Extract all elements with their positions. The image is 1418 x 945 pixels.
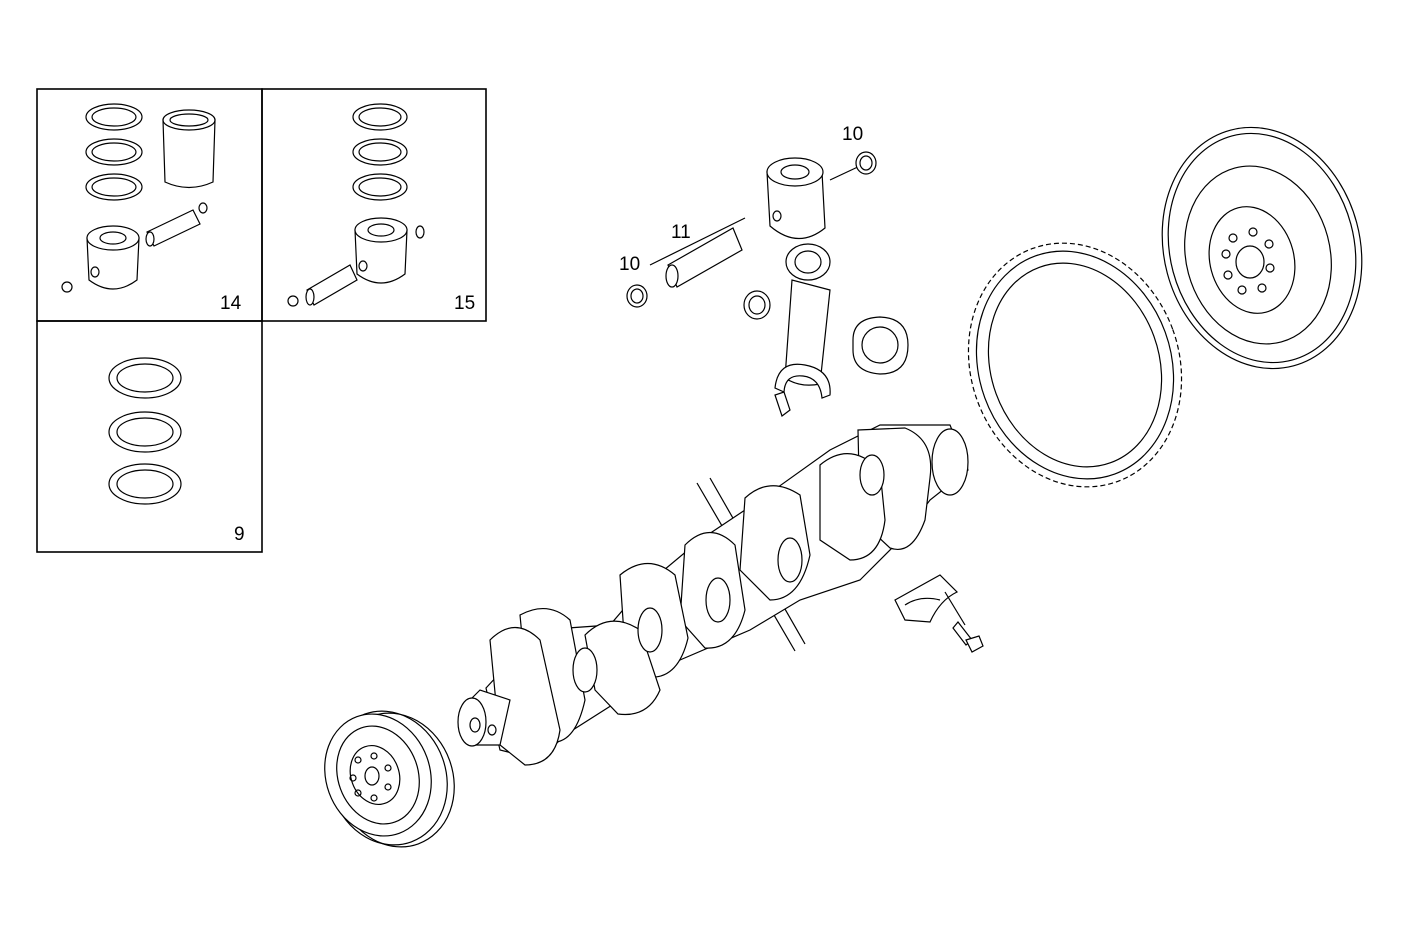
kit-14-snap-ring-right	[198, 202, 208, 214]
kit-15-piston	[354, 217, 408, 284]
snap-ring-top[interactable]	[855, 151, 877, 175]
snap-ring-left[interactable]	[626, 284, 648, 308]
piston-pin[interactable]	[665, 227, 743, 288]
kit-14-piston-pin	[145, 209, 201, 247]
conrod-bearing-shells[interactable]	[852, 316, 909, 375]
small-end-bushing[interactable]	[743, 290, 771, 320]
main-bearing-shells[interactable]	[894, 574, 959, 623]
kit-14-ring-set	[85, 103, 143, 201]
kit-9-callout: 9	[234, 524, 245, 545]
damper-pulley[interactable]	[308, 694, 473, 863]
callout-piston-pin: 11	[671, 222, 691, 243]
kit-boxes	[36, 88, 487, 553]
flywheel[interactable]	[1136, 105, 1388, 391]
pulley-bolt-holes	[349, 752, 392, 802]
piston-assembly: 10 11 10	[619, 124, 877, 308]
callout-snap-ring-top: 10	[842, 124, 863, 145]
kit-9-box[interactable]	[36, 320, 263, 553]
kit-15-parts: 15	[287, 103, 475, 314]
kit-14-parts: 14	[61, 103, 242, 314]
kit-14-callout: 14	[220, 293, 242, 314]
crankshaft[interactable]	[457, 424, 969, 766]
piston	[766, 157, 826, 240]
kit-9-ring-set: 9	[108, 357, 245, 545]
connecting-rod[interactable]	[774, 243, 831, 417]
bearing-bolt[interactable]	[944, 591, 984, 653]
kit-14-piston	[86, 225, 140, 290]
kit-15-callout: 15	[454, 293, 475, 314]
cylinder-liner	[162, 109, 216, 189]
kit-15-box[interactable]	[261, 88, 487, 322]
kit-15-snap-ring-left	[287, 295, 299, 307]
callout-snap-ring-left: 10	[619, 254, 640, 275]
kit-15-ring-set	[352, 103, 408, 201]
ring-gear[interactable]	[935, 213, 1215, 517]
kit-15-piston-pin	[305, 264, 358, 306]
kit-14-snap-ring-left	[61, 281, 73, 293]
flywheel-bolt-holes	[1221, 227, 1275, 295]
kit-15-snap-ring-right	[415, 225, 425, 239]
